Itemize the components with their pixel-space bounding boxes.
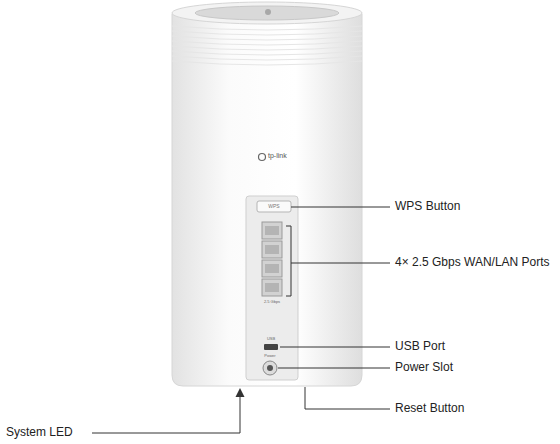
callout-label: WPS Button bbox=[395, 200, 460, 214]
usb-port bbox=[264, 344, 278, 350]
bracket bbox=[286, 226, 291, 296]
ridge bbox=[172, 56, 362, 60]
leader-line bbox=[280, 347, 390, 348]
port-marking: Power bbox=[264, 354, 275, 359]
router-body bbox=[172, 14, 362, 386]
leader-lines bbox=[92, 207, 390, 433]
callout-label: USB Port bbox=[395, 340, 445, 354]
callout-label: System LED bbox=[6, 426, 73, 440]
brand-logo-icon bbox=[259, 154, 266, 161]
ethernet-port bbox=[262, 279, 282, 296]
leader-line bbox=[278, 368, 390, 369]
brand-logo: tp-link bbox=[268, 152, 287, 160]
port-marking: USB bbox=[267, 337, 275, 342]
top-logo bbox=[265, 9, 271, 15]
leader-line bbox=[305, 387, 390, 409]
top-rim bbox=[172, 2, 362, 24]
port-panel bbox=[246, 196, 298, 380]
leader-line bbox=[291, 207, 390, 208]
power-jack-pin bbox=[267, 365, 273, 371]
port-marking: 2.5 Gbps bbox=[264, 300, 280, 305]
ridge bbox=[172, 41, 362, 45]
power-jack bbox=[263, 361, 277, 375]
arrowhead bbox=[236, 388, 245, 397]
button-marking: WPS bbox=[268, 204, 279, 210]
top-vent bbox=[195, 6, 339, 20]
ridge bbox=[172, 36, 362, 40]
ridge bbox=[172, 51, 362, 55]
port-socket bbox=[265, 264, 279, 273]
callout-label: Reset Button bbox=[395, 402, 464, 416]
wps-button bbox=[257, 201, 291, 212]
port-socket bbox=[265, 245, 279, 254]
ridge bbox=[172, 31, 362, 35]
port-socket bbox=[265, 226, 279, 235]
leader-line bbox=[92, 396, 240, 433]
leader-line bbox=[291, 263, 390, 264]
ridge bbox=[172, 46, 362, 50]
ridge bbox=[172, 61, 362, 65]
callout-label: Power Slot bbox=[395, 361, 453, 375]
ethernet-ports bbox=[262, 222, 282, 296]
top-ridges bbox=[172, 26, 362, 65]
ethernet-port bbox=[262, 222, 282, 239]
ethernet-port bbox=[262, 260, 282, 277]
callout-label: 4× 2.5 Gbps WAN/LAN Ports bbox=[395, 256, 550, 270]
port-socket bbox=[265, 283, 279, 292]
ethernet-port bbox=[262, 241, 282, 258]
router-body-group bbox=[172, 2, 362, 386]
ridge bbox=[172, 26, 362, 30]
